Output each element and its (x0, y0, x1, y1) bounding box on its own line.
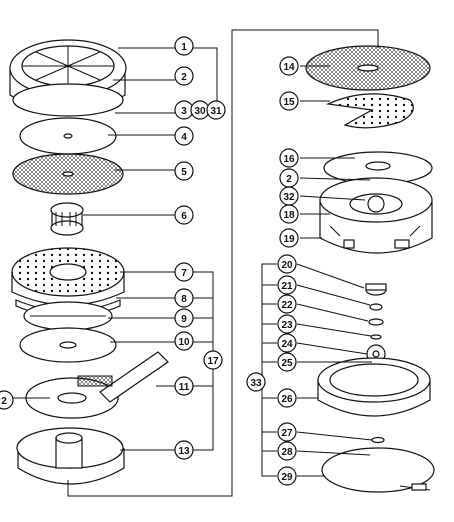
base-part-13 (16, 427, 125, 485)
callout-22: 22 (277, 294, 297, 314)
svg-text:11: 11 (179, 382, 190, 393)
svg-text:26: 26 (281, 394, 293, 405)
svg-text:8: 8 (181, 294, 187, 305)
callout-16: 16 (279, 148, 299, 168)
svg-text:1: 1 (181, 42, 187, 53)
perforated-disk-part-15 (325, 93, 414, 129)
callout-13: 13 (174, 440, 194, 460)
callout-17: 17 (203, 350, 223, 370)
callout-30: 30 (190, 100, 210, 120)
callout-32: 32 (279, 186, 299, 206)
svg-text:2: 2 (181, 72, 187, 83)
callout-4: 4 (174, 126, 194, 146)
ring-part-16 (323, 151, 433, 185)
hub-part-6 (50, 202, 84, 236)
svg-text:23: 23 (281, 320, 293, 331)
svg-text:9: 9 (181, 314, 187, 325)
callout-14: 14 (279, 56, 299, 76)
svg-text:2: 2 (1, 396, 7, 407)
callout-19: 19 (279, 228, 299, 248)
svg-text:30: 30 (194, 106, 206, 117)
svg-text:27: 27 (281, 428, 293, 439)
callout-21: 21 (277, 275, 297, 295)
svg-text:18: 18 (283, 210, 295, 221)
svg-text:5: 5 (181, 167, 187, 178)
callout-28: 28 (277, 441, 297, 461)
small-parts-stack (365, 283, 387, 364)
callout-31: 31 (206, 100, 226, 120)
callout-6: 6 (174, 205, 194, 225)
mesh-filter-part-14 (305, 45, 431, 91)
callout-9: 9 (174, 308, 194, 328)
svg-text:3: 3 (181, 106, 187, 117)
callout-23: 23 (277, 314, 297, 334)
svg-text:7: 7 (181, 268, 187, 279)
svg-text:19: 19 (283, 234, 295, 245)
callout-8: 8 (174, 288, 194, 308)
callout-10: 10 (174, 331, 194, 351)
callout-15: 15 (279, 91, 299, 111)
callout-2: 2 (174, 66, 194, 86)
callout-11: 11 (174, 376, 194, 396)
callout-26: 26 (277, 388, 297, 408)
svg-text:32: 32 (283, 192, 295, 203)
svg-text:10: 10 (178, 337, 190, 348)
svg-text:31: 31 (210, 106, 222, 117)
svg-text:29: 29 (281, 472, 293, 483)
callout-18: 18 (279, 204, 299, 224)
svg-text:14: 14 (283, 62, 295, 73)
disk-part-4 (19, 117, 117, 155)
callout-2-right: 2 (279, 168, 299, 188)
plate-part-9 (23, 301, 113, 331)
svg-text:24: 24 (281, 339, 293, 350)
bottom-parts (321, 436, 435, 493)
svg-text:25: 25 (281, 358, 293, 369)
svg-text:15: 15 (283, 97, 295, 108)
svg-text:21: 21 (281, 281, 293, 292)
leader-lines (12, 29, 379, 497)
callout-29: 29 (277, 466, 297, 486)
callout-labels: 1 2 3 30 31 4 5 6 7 8 9 10 11 2 13 17 14… (0, 36, 299, 486)
callout-25: 25 (277, 352, 297, 372)
callout-1: 1 (174, 36, 194, 56)
svg-text:2: 2 (286, 174, 292, 185)
bowl-part-26 (317, 357, 431, 417)
callout-20: 20 (277, 254, 297, 274)
svg-text:28: 28 (281, 447, 293, 458)
callout-33: 33 (246, 372, 266, 392)
svg-text:16: 16 (283, 154, 295, 165)
svg-text:17: 17 (207, 356, 219, 367)
callout-2-left: 2 (0, 390, 14, 410)
svg-text:13: 13 (178, 446, 190, 457)
callout-5: 5 (174, 161, 194, 181)
callout-24: 24 (277, 333, 297, 353)
svg-text:22: 22 (281, 300, 293, 311)
svg-text:33: 33 (250, 378, 262, 389)
svg-text:6: 6 (181, 211, 187, 222)
svg-text:4: 4 (181, 132, 187, 143)
callout-27: 27 (277, 422, 297, 442)
motor-housing-part-18 (319, 177, 433, 254)
mesh-filter-part-5 (12, 153, 124, 195)
callout-3: 3 (174, 100, 194, 120)
svg-text:20: 20 (281, 260, 293, 271)
disk-part-10 (19, 327, 117, 363)
lid-part (9, 39, 127, 117)
callout-7: 7 (174, 262, 194, 282)
blade-plate-part-11 (25, 351, 169, 419)
perforated-wheel-part-7 (11, 247, 125, 306)
